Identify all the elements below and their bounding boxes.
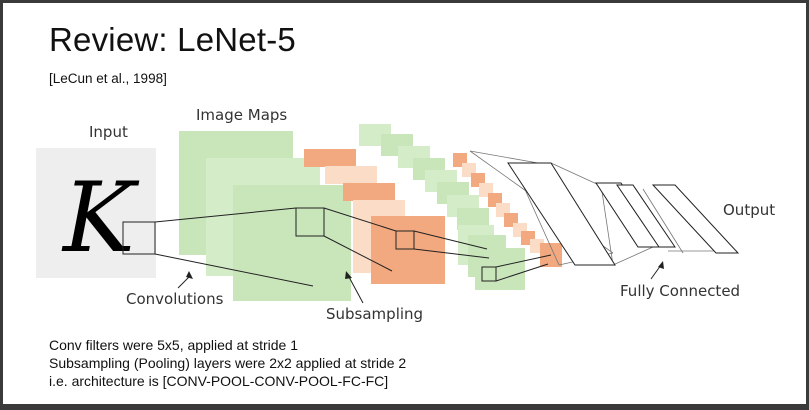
image-maps-label: Image Maps (196, 106, 288, 124)
output-layer (651, 184, 740, 254)
note-line: i.e. architecture is [CONV-POOL-CONV-POO… (49, 373, 389, 389)
pool1-receptive-field (395, 230, 415, 250)
input-glyph: K (61, 162, 140, 274)
annotation-pointers (177, 261, 664, 304)
conv2-feature-maps (359, 124, 525, 290)
notes: Conv filters were 5x5, applied at stride… (49, 336, 406, 390)
lenet-diagram: K (36, 124, 740, 304)
input-receptive-field (122, 221, 156, 255)
conv1-feature-maps (179, 131, 351, 301)
input-label: Input (89, 123, 128, 141)
note-line: Conv filters were 5x5, applied at stride… (49, 337, 299, 353)
fc-layer-2 (595, 182, 676, 248)
conv2-receptive-field (481, 266, 497, 282)
pool1-maps (304, 149, 445, 284)
output-label: Output (723, 201, 776, 219)
projection-lines (154, 207, 552, 287)
citation: [LeCun et al., 1998] (49, 71, 167, 86)
slide-title: Review: LeNet-5 (49, 21, 296, 58)
subsampling-label: Subsampling (326, 305, 424, 323)
slide: Review: LeNet-5 [LeCun et al., 1998] K (3, 3, 806, 404)
note-line: Subsampling (Pooling) layers were 2x2 ap… (49, 355, 407, 371)
fully-connected-label: Fully Connected (620, 282, 741, 300)
fc-layer-1 (507, 162, 616, 266)
conv1-receptive-field (295, 207, 325, 237)
convolutions-label: Convolutions (126, 290, 224, 308)
input-image (36, 148, 156, 278)
